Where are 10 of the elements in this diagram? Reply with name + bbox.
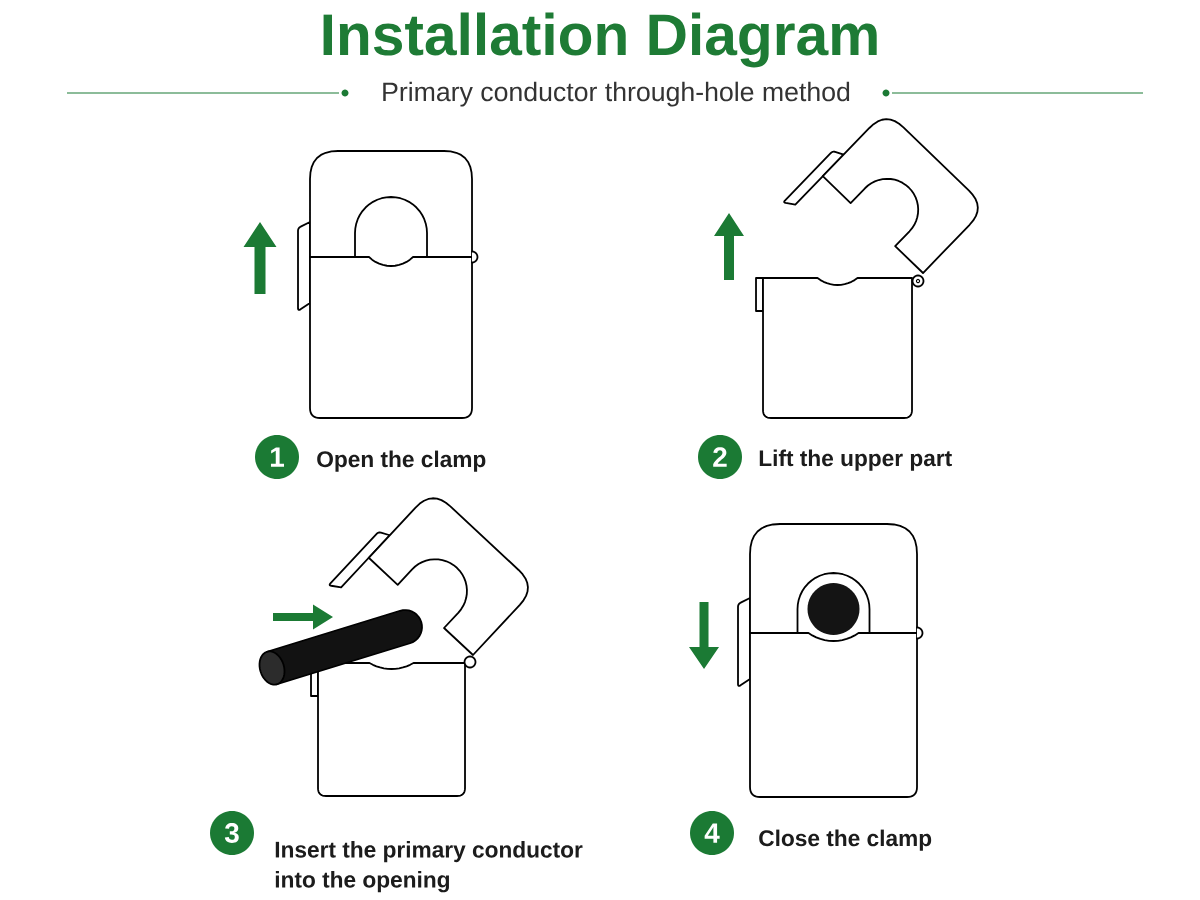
step-caption: Close the clamp [759, 829, 932, 851]
step-number-badge: 4 [690, 811, 734, 855]
step-number-badge: 2 [698, 435, 742, 479]
title: Installation Diagram [323, 12, 877, 68]
subtitle: Primary conductor through-hole method [383, 81, 850, 107]
step-caption: Open the clamp [317, 450, 486, 472]
step-caption: Insert the primary conductor into the opening [275, 841, 583, 893]
step-number-badge: 3 [210, 811, 254, 855]
step-caption: Lift the upper part [759, 449, 952, 471]
step-number-badge: 1 [255, 435, 299, 479]
